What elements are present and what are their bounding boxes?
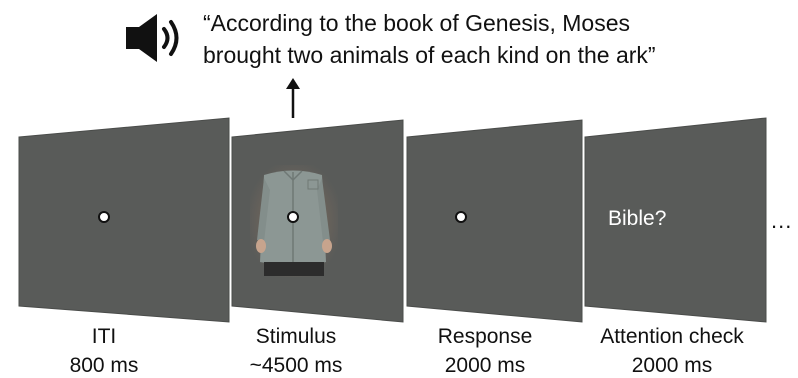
screen-label-attention-check: Attention check bbox=[580, 326, 764, 347]
fixation-dot-icon bbox=[288, 212, 298, 222]
screen-duration-iti: 800 ms bbox=[54, 355, 154, 376]
screen-duration-stimulus: ~4500 ms bbox=[237, 355, 355, 376]
screen-label-stimulus: Stimulus bbox=[237, 326, 355, 347]
fixation-dot-icon bbox=[456, 212, 466, 222]
screen-response bbox=[407, 120, 582, 322]
attention-check-text: Bible? bbox=[608, 207, 666, 230]
screen-duration-attention-check: 2000 ms bbox=[580, 355, 764, 376]
screen-label-response: Response bbox=[425, 326, 545, 347]
screen-iti bbox=[19, 118, 229, 322]
screen-label-iti: ITI bbox=[54, 326, 154, 347]
continuation-ellipsis: ... bbox=[771, 208, 792, 234]
screen-duration-response: 2000 ms bbox=[425, 355, 545, 376]
fixation-dot-icon bbox=[99, 212, 109, 222]
